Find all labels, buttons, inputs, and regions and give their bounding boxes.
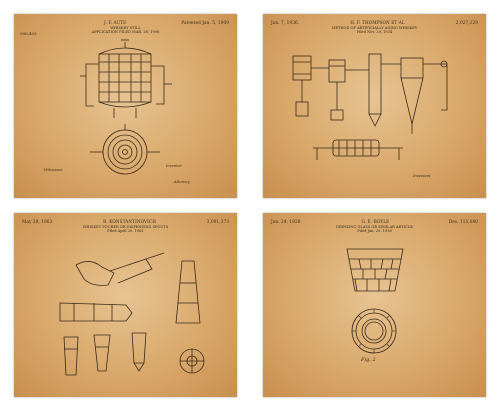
inventor-label: Inventor <box>166 164 182 168</box>
patent-number: 3,091,373 <box>206 219 229 224</box>
inventor-name: J. F. AUTE <box>104 20 127 25</box>
patent-date: Jan. 24, 1928. <box>271 219 302 224</box>
title-subline: APPLICATION FILED MAR. 28, 1908 <box>91 30 160 35</box>
attorney-label: Attorney <box>174 180 190 184</box>
title-subline: Filed Jan. 29, 1938 <box>357 229 392 234</box>
inventors-signature: Inventors <box>413 174 430 178</box>
title-subline: Filed Nov. 29, 1934 <box>356 30 393 35</box>
patent-date: Jan. 7, 1936. <box>271 20 300 25</box>
inventor-signature: Inventor <box>166 164 182 168</box>
aging-apparatus-drawing <box>292 53 448 160</box>
patent-number: 2,027,129 <box>455 20 478 25</box>
patent-number-left: 908,403 <box>20 31 37 36</box>
title-line: WHISKEY POURER OR DISPENSING SPOUTS <box>82 225 169 229</box>
sheet-header: J. F. AUTE Patented Jan. 5, 1909 <box>104 20 229 25</box>
title-line: DRINKING GLASS OR SIMILAR ARTICLE <box>336 225 413 229</box>
patent-number: Des. 115,080 <box>448 219 478 224</box>
sheet-header: Jan. 7, 1936. H. F. THOMPSON ET AL 2,027… <box>271 20 478 25</box>
still-drawing <box>80 39 172 175</box>
inventor-name: G. E. BOYLE <box>361 219 390 224</box>
title-subline: Filed April 20, 1961 <box>107 229 144 234</box>
patent-title: WHISKEY POURER OR DISPENSING SPOUTS File… <box>14 225 237 234</box>
sheet-header: May 28, 1963 R. KONSTANTINOVICH 3,091,37… <box>22 219 229 224</box>
patent-title: DRINKING GLASS OR SIMILAR ARTICLE Filed … <box>263 225 486 234</box>
patent-print-whiskey-still: 908,403 J. F. AUTE Patented Jan. 5, 1909… <box>14 14 237 198</box>
glass-drawing <box>346 248 404 354</box>
patent-date: Patented Jan. 5, 1909 <box>181 20 229 25</box>
attorney-signature: Attorney <box>174 180 190 184</box>
title-line: WHISKEY STILL <box>110 26 141 30</box>
patent-date: May 28, 1963 <box>22 219 53 224</box>
patent-print-whiskey-pourer: May 28, 1963 R. KONSTANTINOVICH 3,091,37… <box>14 213 237 397</box>
inventor-name: H. F. THOMPSON ET AL <box>350 20 405 25</box>
sheet-header: Jan. 24, 1928. G. E. BOYLE Des. 115,080 <box>271 219 478 224</box>
patent-print-drinking-glass: Jan. 24, 1928. G. E. BOYLE Des. 115,080 … <box>263 213 486 397</box>
patent-title: WHISKEY STILL APPLICATION FILED MAR. 28,… <box>14 26 237 35</box>
figure-label: Fig. 2 <box>361 357 376 363</box>
title-line: METHOD OF ARTIFICIALLY AGING WHISKEY <box>331 26 418 30</box>
inventor-name: R. KONSTANTINOVICH <box>103 219 156 224</box>
witnesses-signature: Witnesses <box>44 168 62 172</box>
inventors-label: Inventors <box>413 174 431 178</box>
witnesses-label: Witnesses <box>44 168 63 172</box>
patent-title: METHOD OF ARTIFICIALLY AGING WHISKEY Fil… <box>263 26 486 35</box>
patent-print-aging-whiskey: Jan. 7, 1936. H. F. THOMPSON ET AL 2,027… <box>263 14 486 198</box>
pourer-drawing <box>59 252 205 376</box>
